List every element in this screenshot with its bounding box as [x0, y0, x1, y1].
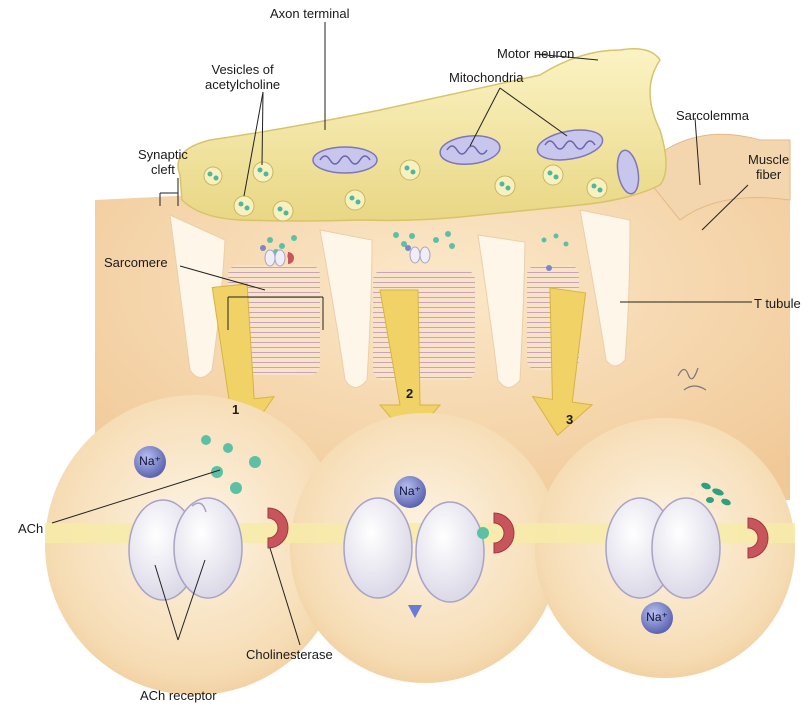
label-ach-receptor: ACh receptor: [140, 688, 217, 703]
sodium-label-1: Na⁺: [132, 454, 168, 468]
label-cholinesterase: Cholinesterase: [246, 647, 333, 662]
label-mitochondria: Mitochondria: [449, 70, 523, 85]
bound-ach-2: [477, 527, 489, 539]
label-synaptic-cleft: Synaptic cleft: [138, 147, 188, 177]
label-sarcolemma: Sarcolemma: [676, 108, 749, 123]
label-motor-neuron: Motor neuron: [497, 46, 574, 61]
ach-receptor-1: [129, 498, 242, 600]
label-t-tubule: T tubule: [754, 296, 801, 311]
sodium-label-2: Na⁺: [392, 484, 428, 498]
label-muscle-fiber: Muscle fiber: [748, 152, 789, 182]
step-number-2: 2: [406, 386, 413, 401]
label-axon-terminal: Axon terminal: [270, 6, 349, 21]
step-number-3: 3: [566, 412, 573, 427]
ach-receptor-3: [606, 498, 720, 598]
sodium-label-3: Na⁺: [639, 610, 675, 624]
step-number-1: 1: [232, 402, 239, 417]
label-sarcomere: Sarcomere: [104, 255, 168, 270]
label-ach: ACh: [18, 521, 43, 536]
label-vesicles: Vesicles of acetylcholine: [205, 62, 280, 92]
